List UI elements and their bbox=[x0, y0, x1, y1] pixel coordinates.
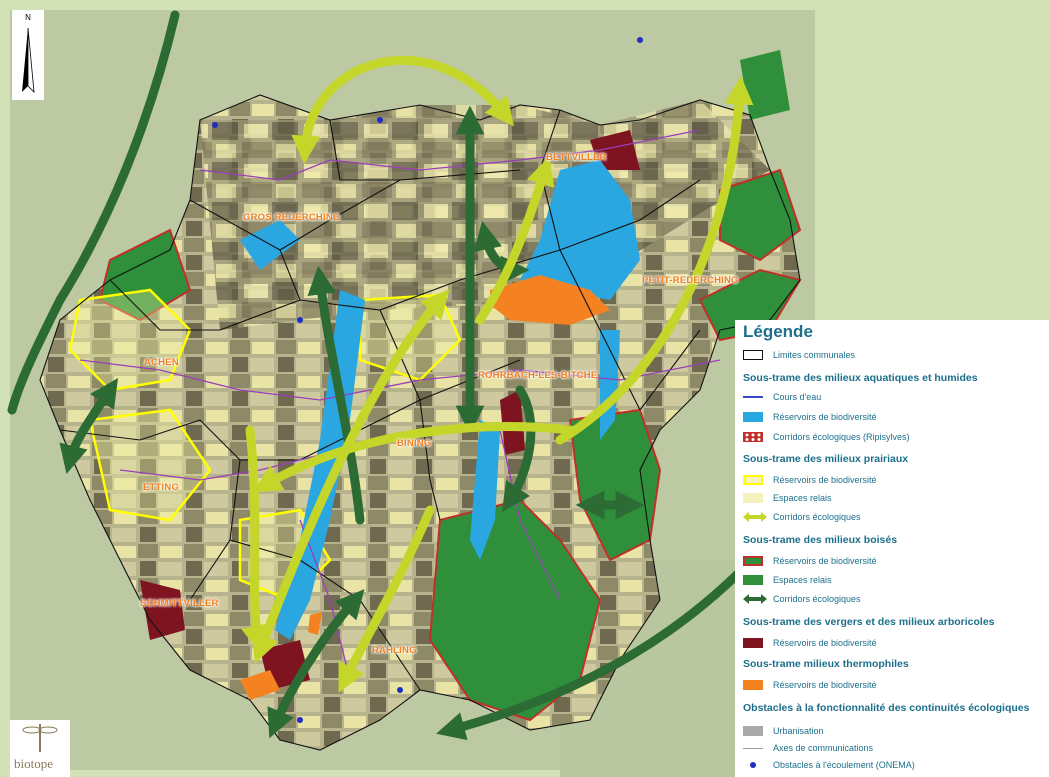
biotope-logo: biotope bbox=[10, 720, 70, 777]
legend-label: Corridors écologiques bbox=[773, 594, 861, 604]
legend-swatch bbox=[743, 475, 763, 485]
legend-label: Réservoirs de biodiversité bbox=[773, 680, 877, 690]
legend-item: Espaces relais bbox=[743, 573, 832, 587]
commune-label: ACHEN bbox=[144, 357, 179, 368]
legend-heading-obstacles: Obstacles à la fonctionnalité des contin… bbox=[743, 702, 1030, 714]
north-arrow: N bbox=[12, 10, 44, 100]
legend-swatch bbox=[743, 593, 767, 605]
legend-title: Légende bbox=[743, 322, 813, 341]
legend-item: Cours d'eau bbox=[743, 390, 821, 404]
legend-swatch bbox=[743, 747, 763, 749]
legend-swatch bbox=[743, 396, 763, 398]
legend-heading-aquatic: Sous-trame des milieux aquatiques et hum… bbox=[743, 372, 978, 384]
legend-label: Espaces relais bbox=[773, 575, 832, 585]
double-arrow-icon bbox=[743, 594, 767, 604]
legend-label: Axes de communications bbox=[773, 743, 874, 753]
legend-swatch bbox=[743, 432, 763, 442]
legend-swatch bbox=[743, 511, 767, 523]
legend-swatch bbox=[743, 680, 763, 690]
legend-label: Réservoirs de biodiversité bbox=[773, 556, 877, 566]
legend-item-limits: Limites communales bbox=[743, 348, 855, 362]
commune-label: RAHLING bbox=[372, 645, 417, 656]
legend-heading-orchard: Sous-trame des vergers et des milieux ar… bbox=[743, 616, 995, 628]
legend-heading-thermo: Sous-trame milieux thermophiles bbox=[743, 658, 909, 670]
legend-item: Réservoirs de biodiversité bbox=[743, 636, 877, 650]
legend-label: Limites communales bbox=[773, 350, 856, 360]
legend-item: Corridors écologiques bbox=[743, 592, 861, 606]
commune-label: ROHRBACH-LES-BITCHE bbox=[478, 370, 598, 381]
map-legend: Légende Limites communales Sous-trame de… bbox=[735, 320, 1049, 777]
legend-item: Réservoirs de biodiversité bbox=[743, 678, 877, 692]
legend-label: Corridors écologiques (Ripisylves) bbox=[773, 432, 910, 442]
legend-swatch bbox=[743, 493, 763, 503]
commune-label: BINING bbox=[397, 438, 432, 449]
dragonfly-icon bbox=[22, 724, 58, 752]
legend-label: Cours d'eau bbox=[773, 392, 822, 402]
legend-item: Réservoirs de biodiversité bbox=[743, 410, 877, 424]
legend-label: Obstacles à l'écoulement (ONEMA) bbox=[773, 760, 915, 770]
legend-label: Corridors écologiques bbox=[773, 512, 861, 522]
legend-swatch bbox=[743, 556, 763, 566]
legend-item: Réservoirs de biodiversité bbox=[743, 473, 877, 487]
commune-label: GROS REDERCHING bbox=[243, 212, 341, 223]
legend-item: Espaces relais bbox=[743, 491, 832, 505]
legend-swatch bbox=[743, 575, 763, 585]
obstacle-dot-icon bbox=[750, 762, 756, 768]
legend-label: Urbanisation bbox=[773, 726, 824, 736]
legend-heading-forest: Sous-trame des milieux boisés bbox=[743, 534, 898, 546]
legend-label: Réservoirs de biodiversité bbox=[773, 412, 877, 422]
legend-swatch bbox=[743, 638, 763, 648]
commune-label: PETIT-REDERCHING bbox=[642, 275, 739, 286]
legend-item: Corridors écologiques bbox=[743, 510, 861, 524]
double-arrow-icon bbox=[743, 512, 767, 522]
legend-item: Axes de communications bbox=[743, 741, 873, 755]
ripisylve-dots-icon bbox=[745, 433, 761, 441]
commune-label: BETTVILLER bbox=[546, 152, 607, 163]
legend-label: Espaces relais bbox=[773, 493, 832, 503]
legend-item: Urbanisation bbox=[743, 724, 824, 738]
legend-heading-meadow: Sous-trame des milieux prairiaux bbox=[743, 453, 909, 465]
legend-swatch bbox=[743, 760, 763, 770]
legend-label: Réservoirs de biodiversité bbox=[773, 475, 877, 485]
commune-label: ETTING bbox=[143, 482, 180, 493]
legend-item: Corridors écologiques (Ripisylves) bbox=[743, 430, 910, 444]
legend-swatch bbox=[743, 350, 763, 360]
legend-swatch bbox=[743, 412, 763, 422]
legend-label: Réservoirs de biodiversité bbox=[773, 638, 877, 648]
legend-item: Réservoirs de biodiversité bbox=[743, 554, 877, 568]
logo-text: biotope bbox=[14, 756, 53, 771]
north-arrow-label: N bbox=[25, 13, 31, 22]
legend-swatch bbox=[743, 726, 763, 736]
north-arrow-icon bbox=[22, 27, 35, 94]
commune-label: SCHMITTVILLER bbox=[140, 598, 219, 609]
legend-item: Obstacles à l'écoulement (ONEMA) bbox=[743, 758, 915, 772]
